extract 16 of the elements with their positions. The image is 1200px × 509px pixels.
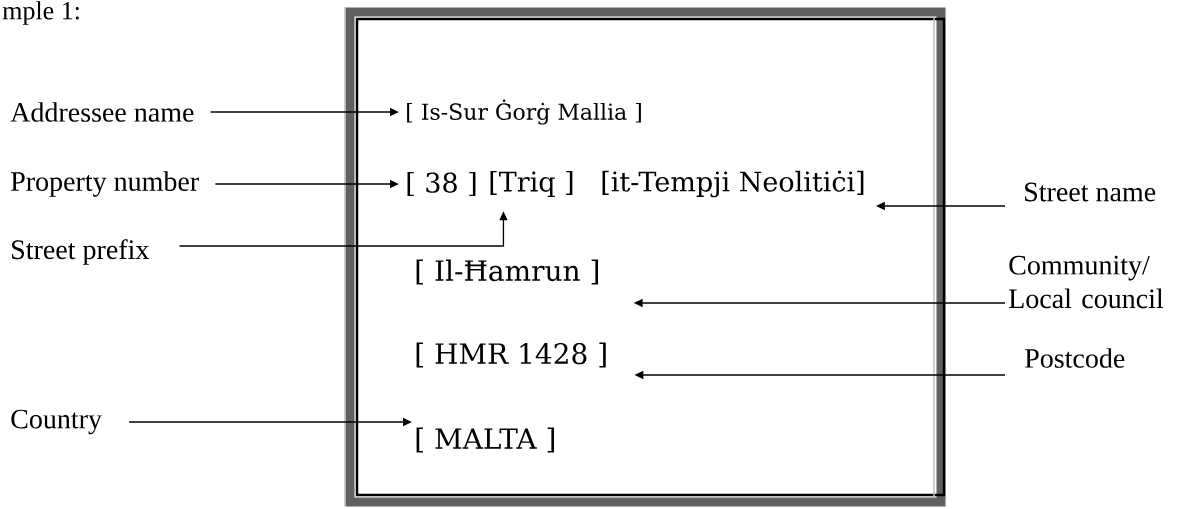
- address-field: [Triq ]: [490, 170, 573, 198]
- address-field: [ HMR 1428 ]: [416, 342, 606, 368]
- callout-text: Street name: [1025, 182, 1156, 202]
- callout-text: Community/ Local council: [1009, 255, 1164, 309]
- address-field: [it-Tempji Neolitiċi]: [602, 170, 864, 198]
- callout-text: Postcode: [1025, 348, 1125, 368]
- address-field: [ 38 ]: [407, 171, 476, 197]
- envelope-frame: [344, 6, 946, 507]
- address-field: [ MALTA ]: [416, 427, 554, 453]
- address-field: [ Il-Ħamrun ]: [416, 259, 598, 285]
- callout-text: Addressee name: [10, 102, 194, 122]
- address-field: [ Is-Sur Ġorġ Mallia ]: [407, 99, 641, 125]
- callout-text: Country: [11, 409, 102, 435]
- caption-text: mple 1:: [2, 1, 79, 25]
- callout-text: Property number: [11, 171, 199, 197]
- callout-text: Street prefix: [12, 239, 150, 265]
